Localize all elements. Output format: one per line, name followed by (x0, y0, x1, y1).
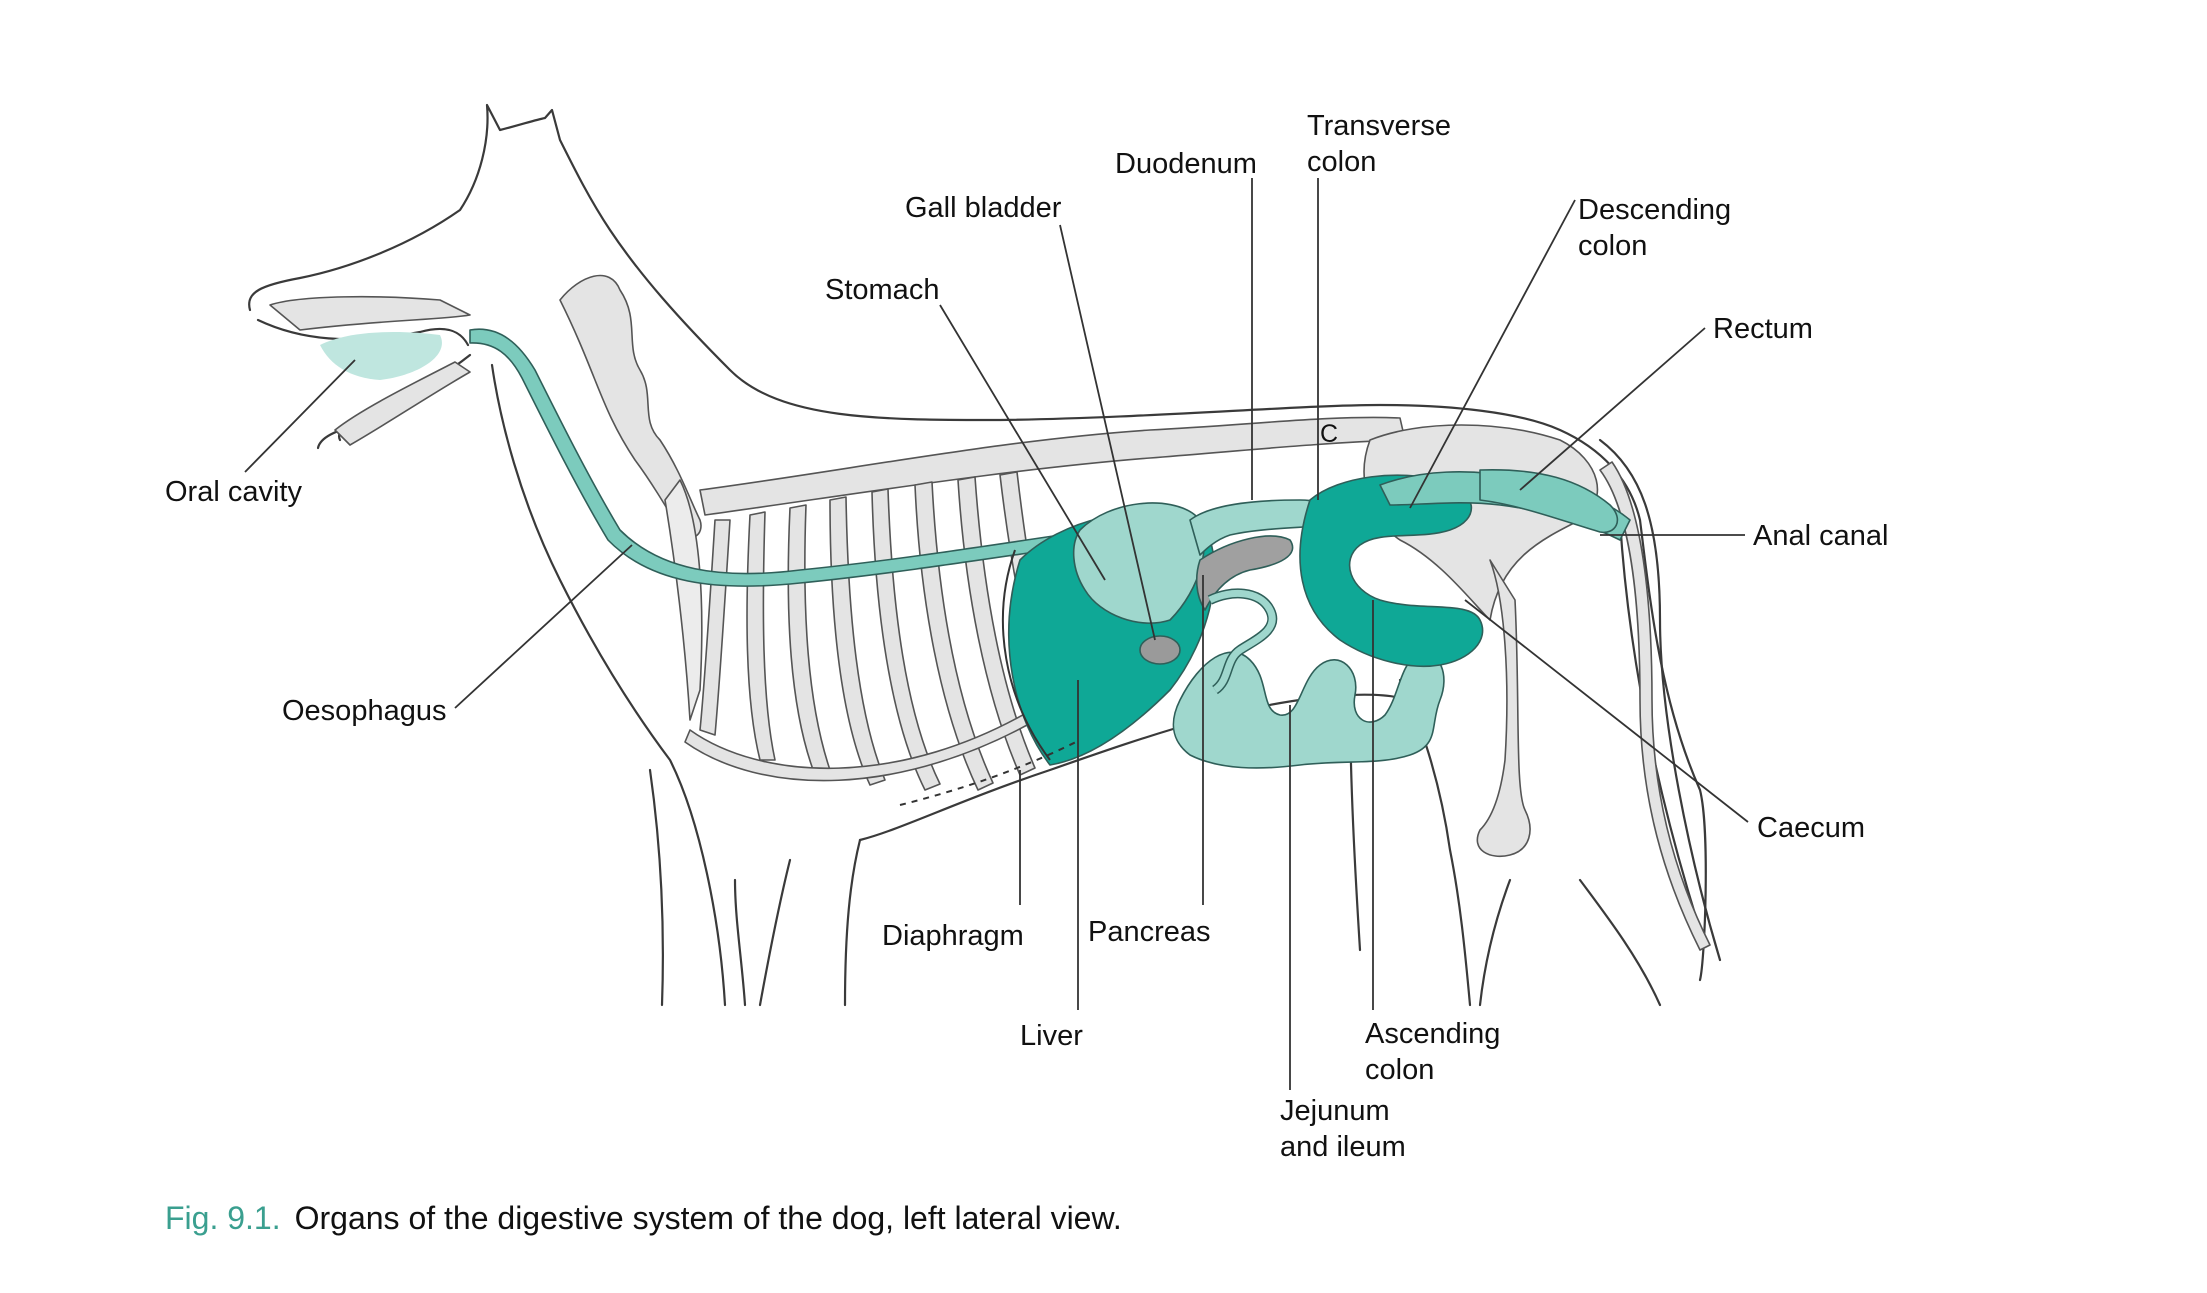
label-jejunum-ileum: Jejunum and ileum (1280, 1093, 1406, 1165)
rectum-shape (1479, 468, 1619, 534)
label-rectum: Rectum (1713, 313, 1813, 345)
stomach-shape (1072, 502, 1205, 624)
label-ascending-colon: Ascending colon (1365, 1016, 1500, 1088)
skeleton (269, 274, 1711, 951)
label-transverse-colon-line2: colon (1307, 146, 1377, 178)
leader-rectum (1519, 327, 1706, 491)
label-descending-colon-line2: colon (1578, 230, 1648, 262)
label-gall-bladder: Gall bladder (905, 192, 1062, 224)
digestive-organs (320, 328, 1631, 769)
label-jejunum-ileum-line1: Jejunum (1280, 1095, 1390, 1127)
label-diaphragm: Diaphragm (882, 920, 1024, 952)
label-descending-colon: Descending colon (1578, 192, 1731, 264)
figure-number: Fig. 9.1. (165, 1200, 281, 1236)
leader-oral-cavity (244, 359, 356, 473)
label-c-marker: C (1320, 420, 1339, 448)
oral-cavity-shape (320, 332, 442, 380)
leader-gall-bladder (1059, 224, 1156, 641)
figure-caption-text: Organs of the digestive system of the do… (294, 1200, 1122, 1236)
gall-bladder-shape (1139, 635, 1181, 665)
leader-stomach (939, 304, 1106, 581)
label-jejunum-ileum-line2: and ileum (1280, 1131, 1406, 1163)
label-pancreas: Pancreas (1088, 916, 1211, 948)
figure-caption: Fig. 9.1. Organs of the digestive system … (165, 1200, 1122, 1237)
label-anal-canal: Anal canal (1753, 520, 1889, 552)
label-oesophagus: Oesophagus (282, 695, 447, 727)
diaphragm-line (899, 739, 1081, 806)
label-caecum: Caecum (1757, 812, 1865, 844)
label-transverse-colon: Transverse colon (1307, 108, 1451, 180)
leader-descending-colon (1409, 199, 1576, 509)
diaphragm-arc (1001, 549, 1051, 761)
jejunum-ileum-shape (1172, 651, 1445, 769)
label-transverse-colon-line1: Transverse (1307, 110, 1451, 142)
label-descending-colon-line1: Descending (1578, 194, 1732, 226)
label-stomach: Stomach (825, 274, 940, 306)
label-ascending-colon-line1: Ascending (1365, 1018, 1501, 1050)
label-oral-cavity: Oral cavity (165, 476, 302, 508)
pancreas-shape (1195, 535, 1294, 611)
leader-lines (244, 178, 1749, 1090)
leader-caecum (1464, 599, 1749, 823)
label-duodenum: Duodenum (1115, 148, 1257, 180)
leader-oesophagus (454, 544, 633, 709)
descending-colon-shape (1379, 471, 1631, 541)
label-ascending-colon-line2: colon (1365, 1054, 1435, 1086)
label-liver: Liver (1020, 1020, 1083, 1052)
